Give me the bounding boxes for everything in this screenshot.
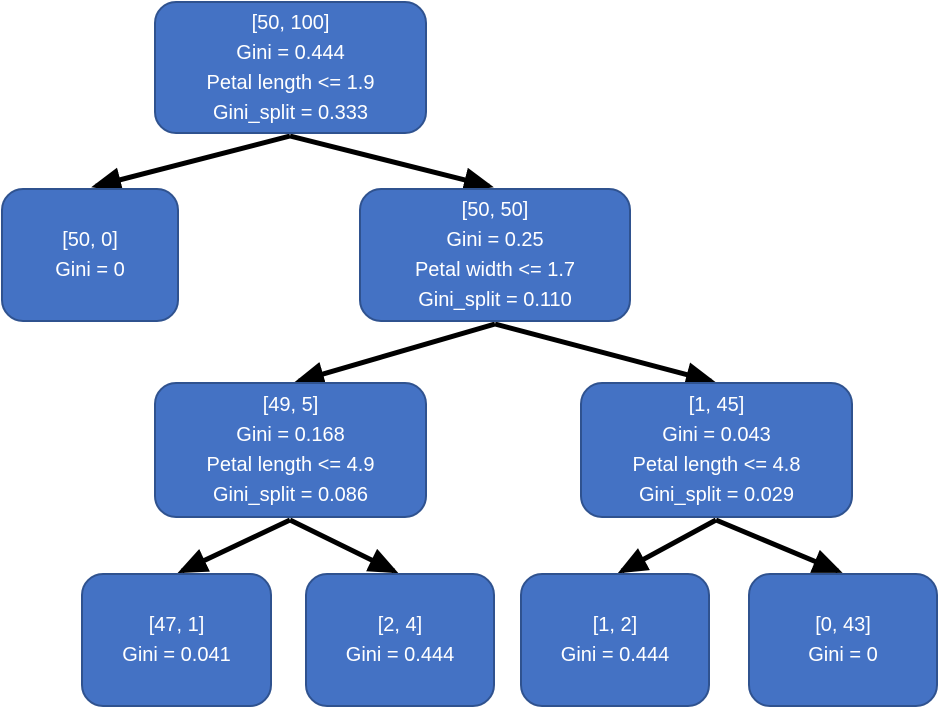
node-gini: Gini = 0.444 bbox=[560, 644, 670, 666]
node-gini: Gini = 0.444 bbox=[236, 41, 345, 64]
node-rule: Petal length <= 1.9 bbox=[206, 71, 375, 94]
tree-node-leaf-right-right-right: [0, 43] Gini = 0 bbox=[748, 573, 938, 707]
edge-rightright-rightleaf bbox=[715, 517, 843, 574]
tree-node-leaf-left: [50, 0] Gini = 0 bbox=[1, 188, 179, 322]
node-gini: Gini = 0.043 bbox=[662, 424, 771, 446]
edge-root-left bbox=[91, 133, 291, 192]
edge-rightleft-rightleaf bbox=[288, 517, 399, 574]
node-gini: Gini = 0 bbox=[808, 644, 878, 666]
node-split: Gini_split = 0.086 bbox=[212, 484, 369, 506]
node-gini: Gini = 0 bbox=[55, 259, 125, 281]
node-split: Gini_split = 0.110 bbox=[418, 289, 572, 311]
edge-right-rightleft bbox=[294, 321, 496, 387]
node-gini: Gini = 0.25 bbox=[446, 229, 544, 251]
edge-root-right bbox=[289, 133, 494, 193]
tree-node-root: [50, 100] Gini = 0.444 Petal length <= 1… bbox=[154, 1, 427, 134]
node-gini: Gini = 0.041 bbox=[122, 644, 231, 666]
tree-node-leaf-right-left-left: [47, 1] Gini = 0.041 bbox=[81, 573, 272, 707]
node-gini: Gini = 0.444 bbox=[345, 644, 455, 666]
node-rule: Petal width <= 1.7 bbox=[414, 259, 576, 281]
node-counts: [0, 43] bbox=[815, 614, 871, 636]
tree-node-leaf-right-right-left: [1, 2] Gini = 0.444 bbox=[520, 573, 710, 707]
edge-rightright-leftleaf bbox=[617, 517, 718, 574]
edge-right-rightright bbox=[494, 321, 716, 387]
node-counts: [1, 45] bbox=[688, 394, 745, 416]
node-counts: [50, 50] bbox=[461, 199, 529, 221]
node-counts: [50, 100] bbox=[251, 11, 330, 34]
node-gini: Gini = 0.168 bbox=[236, 424, 345, 446]
node-counts: [50, 0] bbox=[62, 229, 118, 251]
node-split: Gini_split = 0.333 bbox=[212, 101, 369, 124]
node-split: Gini_split = 0.029 bbox=[638, 484, 795, 506]
tree-node-leaf-right-left-right: [2, 4] Gini = 0.444 bbox=[305, 573, 495, 707]
node-counts: [49, 5] bbox=[262, 394, 319, 416]
node-counts: [2, 4] bbox=[377, 614, 423, 636]
tree-node-right-left: [49, 5] Gini = 0.168 Petal length <= 4.9… bbox=[154, 382, 427, 518]
node-rule: Petal length <= 4.8 bbox=[632, 454, 801, 476]
tree-node-right: [50, 50] Gini = 0.25 Petal width <= 1.7 … bbox=[359, 188, 631, 322]
edge-rightleft-leftleaf bbox=[177, 517, 292, 574]
node-rule: Petal length <= 4.9 bbox=[206, 454, 375, 476]
node-counts: [47, 1] bbox=[148, 614, 205, 636]
tree-node-right-right: [1, 45] Gini = 0.043 Petal length <= 4.8… bbox=[580, 382, 853, 518]
node-counts: [1, 2] bbox=[592, 614, 638, 636]
